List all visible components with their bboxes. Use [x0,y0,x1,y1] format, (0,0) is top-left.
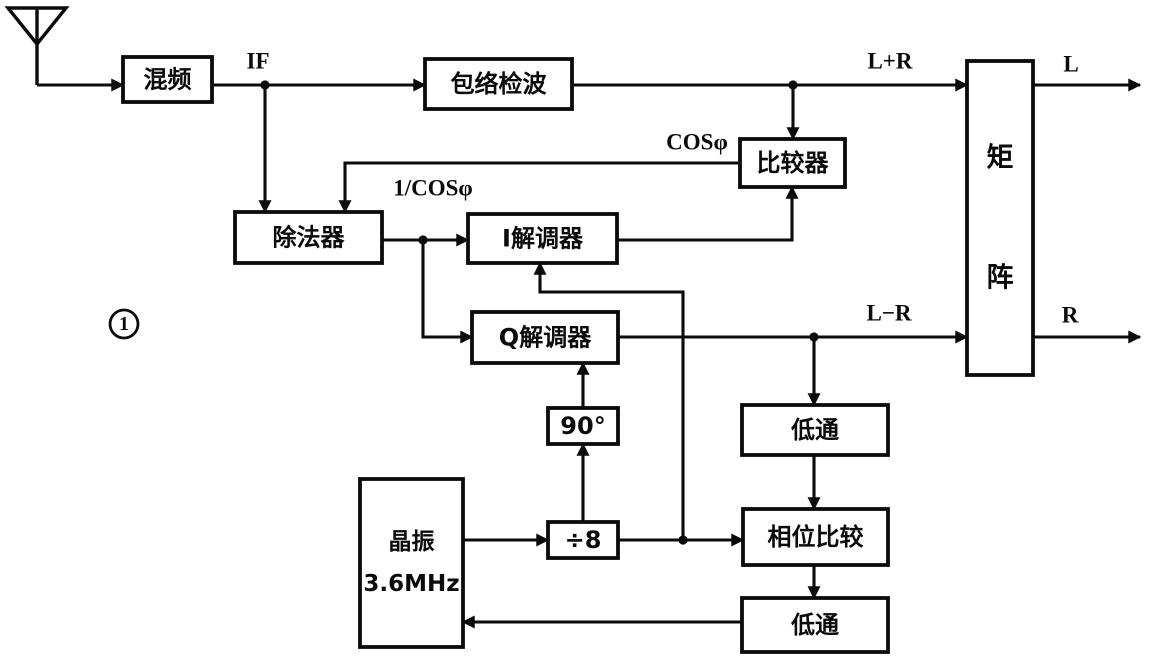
edge-divide-by-8-to-i-demodulator [533,261,685,540]
lowpass-upper-label: 低通 [790,416,839,444]
edge-i-demodulator-to-comparator [617,185,799,242]
junction-dot [788,80,798,90]
box-mixer: 混频 [121,55,214,104]
label-one-over-cos-phi: 1/COSφ [393,176,473,201]
junction-dot [809,332,819,342]
box-phase-comparator: 相位比较 [741,507,890,567]
label-figure-number: 1 [119,313,129,335]
divider-label: 除法器 [273,224,346,252]
phase-shift-90-outline [546,406,620,446]
figure-number-circle [108,308,140,340]
box-i-demodulator: I解调器 [466,212,619,265]
phase-comparator-outline [741,507,890,567]
box-comparator: 比较器 [738,137,847,189]
box-q-demodulator: Q解调器 [470,310,620,365]
junction-dot [678,535,688,545]
junction-dot [418,235,428,245]
box-matrix: 矩阵 [965,59,1035,377]
box-lowpass-upper: 低通 [740,403,890,457]
i-demodulator-label: I解调器 [502,225,584,253]
box-phase-shift-90: 90° [546,406,620,446]
crystal-oscillator-label: 3.6MHz [363,571,459,597]
mixer-label: 混频 [144,66,192,94]
label-cos-phi: COSφ [666,130,728,155]
lowpass-upper-outline [740,403,890,457]
envelope-detector-outline [423,57,574,111]
lowpass-lower-outline [740,596,890,654]
box-lowpass-lower: 低通 [740,596,890,654]
box-envelope-detector: 包络检波 [423,57,574,111]
comparator-outline [738,137,847,189]
box-divider: 除法器 [233,210,384,265]
mixer-outline [121,55,214,104]
crystal-oscillator-outline [358,477,465,649]
i-demodulator-outline [466,212,619,265]
q-demodulator-label: Q解调器 [499,324,592,352]
label-l-minus-r: L−R [866,301,911,326]
box-divide-by-8: ÷8 [546,520,620,560]
envelope-detector-label: 包络检波 [451,70,548,98]
comparator-label: 比较器 [757,149,830,177]
label-l-output: L [1063,52,1078,77]
box-crystal-oscillator: 晶振 3.6MHz [358,477,465,649]
crystal-oscillator-label: 晶振 [389,528,435,555]
phase-comparator-label: 相位比较 [768,523,864,551]
divide-by-8-outline [546,520,620,560]
label-l-plus-r: L+R [867,49,912,74]
antenna-icon [4,6,70,85]
divide-by-8-label: ÷8 [565,526,602,554]
label-r-output: R [1062,303,1079,328]
edge-divider-to-q-demodulator [421,240,474,344]
edge-comparator-to-divider [338,161,740,214]
label-if: IF [247,49,270,74]
divider-outline [233,210,384,265]
junction-dot [260,80,270,90]
q-demodulator-outline [470,310,620,365]
matrix-label: 矩 [987,143,1014,174]
phase-shift-90-label: 90° [560,412,605,440]
matrix-outline [965,59,1035,377]
matrix-label: 阵 [987,263,1014,294]
lowpass-lower-label: 低通 [790,611,839,639]
